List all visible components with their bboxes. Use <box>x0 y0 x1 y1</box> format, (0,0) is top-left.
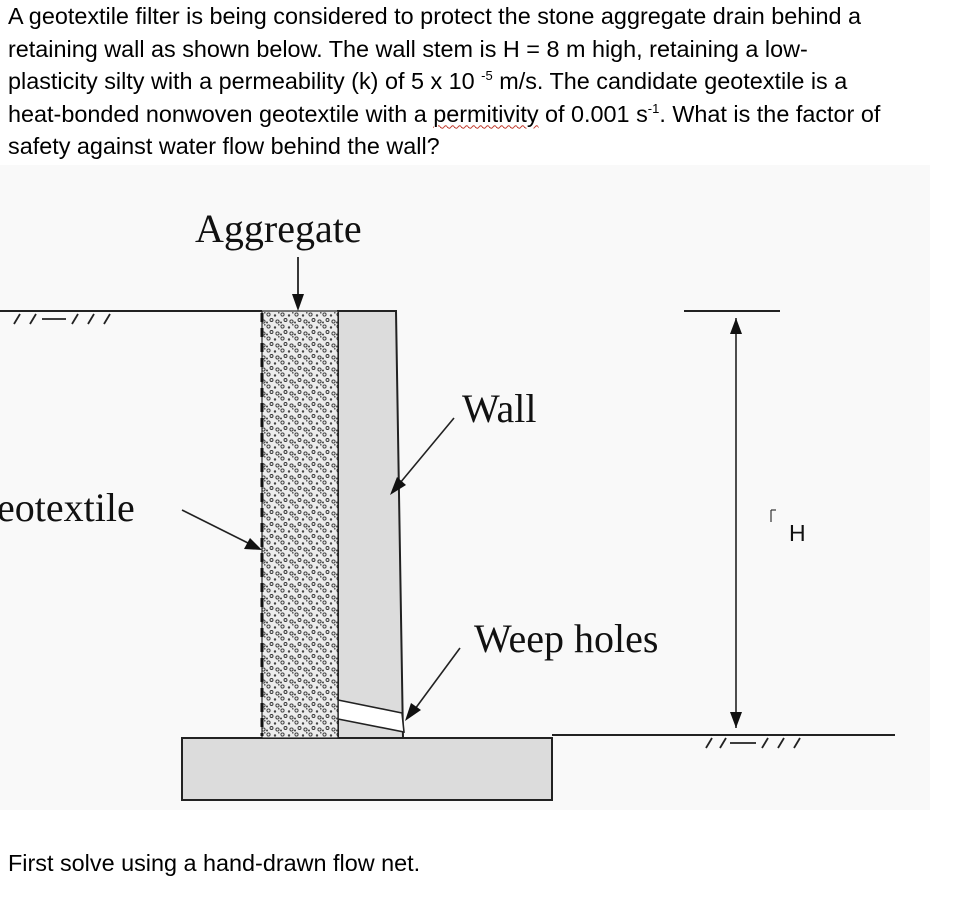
spellcheck-flagged-word[interactable]: permitivity <box>433 100 539 127</box>
geotextile-type: heat-bonded nonwoven geotextile with a <box>8 100 434 127</box>
question-line-5: safety against water flow behind the wal… <box>8 133 440 159</box>
geotextile-arrow <box>181 509 249 544</box>
ground-surface-left <box>0 310 262 325</box>
wall-label: Wall <box>462 386 537 431</box>
unit-exponent: -1 <box>647 100 660 116</box>
question-text: A geotextile filter is being considered … <box>8 0 953 163</box>
retaining-wall-figure: Aggregate Wall eotextile Weep holes H <box>0 165 930 810</box>
geotextile-label: eotextile <box>0 485 135 530</box>
question-line-4: heat-bonded nonwoven geotextile with a p… <box>8 98 953 131</box>
question-line-2: retaining wall as shown below. The wall … <box>8 35 808 62</box>
leader-arrows <box>181 257 461 721</box>
figure-background <box>0 165 930 810</box>
wall-footing <box>181 737 553 801</box>
ground-surface-right <box>403 734 895 749</box>
question-line-3: plasticity silty with a permeability (k)… <box>8 65 953 98</box>
aggregate-label: Aggregate <box>195 206 362 251</box>
height-dimension <box>684 310 780 728</box>
question-prompt: . What is the factor of <box>659 100 881 127</box>
aggregate-drain <box>261 310 339 739</box>
wall-arrow <box>399 417 455 484</box>
geotextile-intro: m/s. The candidate geotextile is a <box>492 68 848 94</box>
wall-stem <box>337 310 405 739</box>
exponent: -5 <box>481 68 493 83</box>
permittivity-value: of 0.001 s <box>538 100 648 127</box>
permeability-text: plasticity silty with a permeability (k)… <box>8 68 482 94</box>
height-label: H <box>789 520 806 546</box>
question-line-1: A geotextile filter is being considered … <box>8 3 862 29</box>
weep-holes-arrow <box>414 647 461 710</box>
weep-holes-label: Weep holes <box>474 616 659 661</box>
instruction-text: First solve using a hand-drawn flow net. <box>8 850 421 876</box>
